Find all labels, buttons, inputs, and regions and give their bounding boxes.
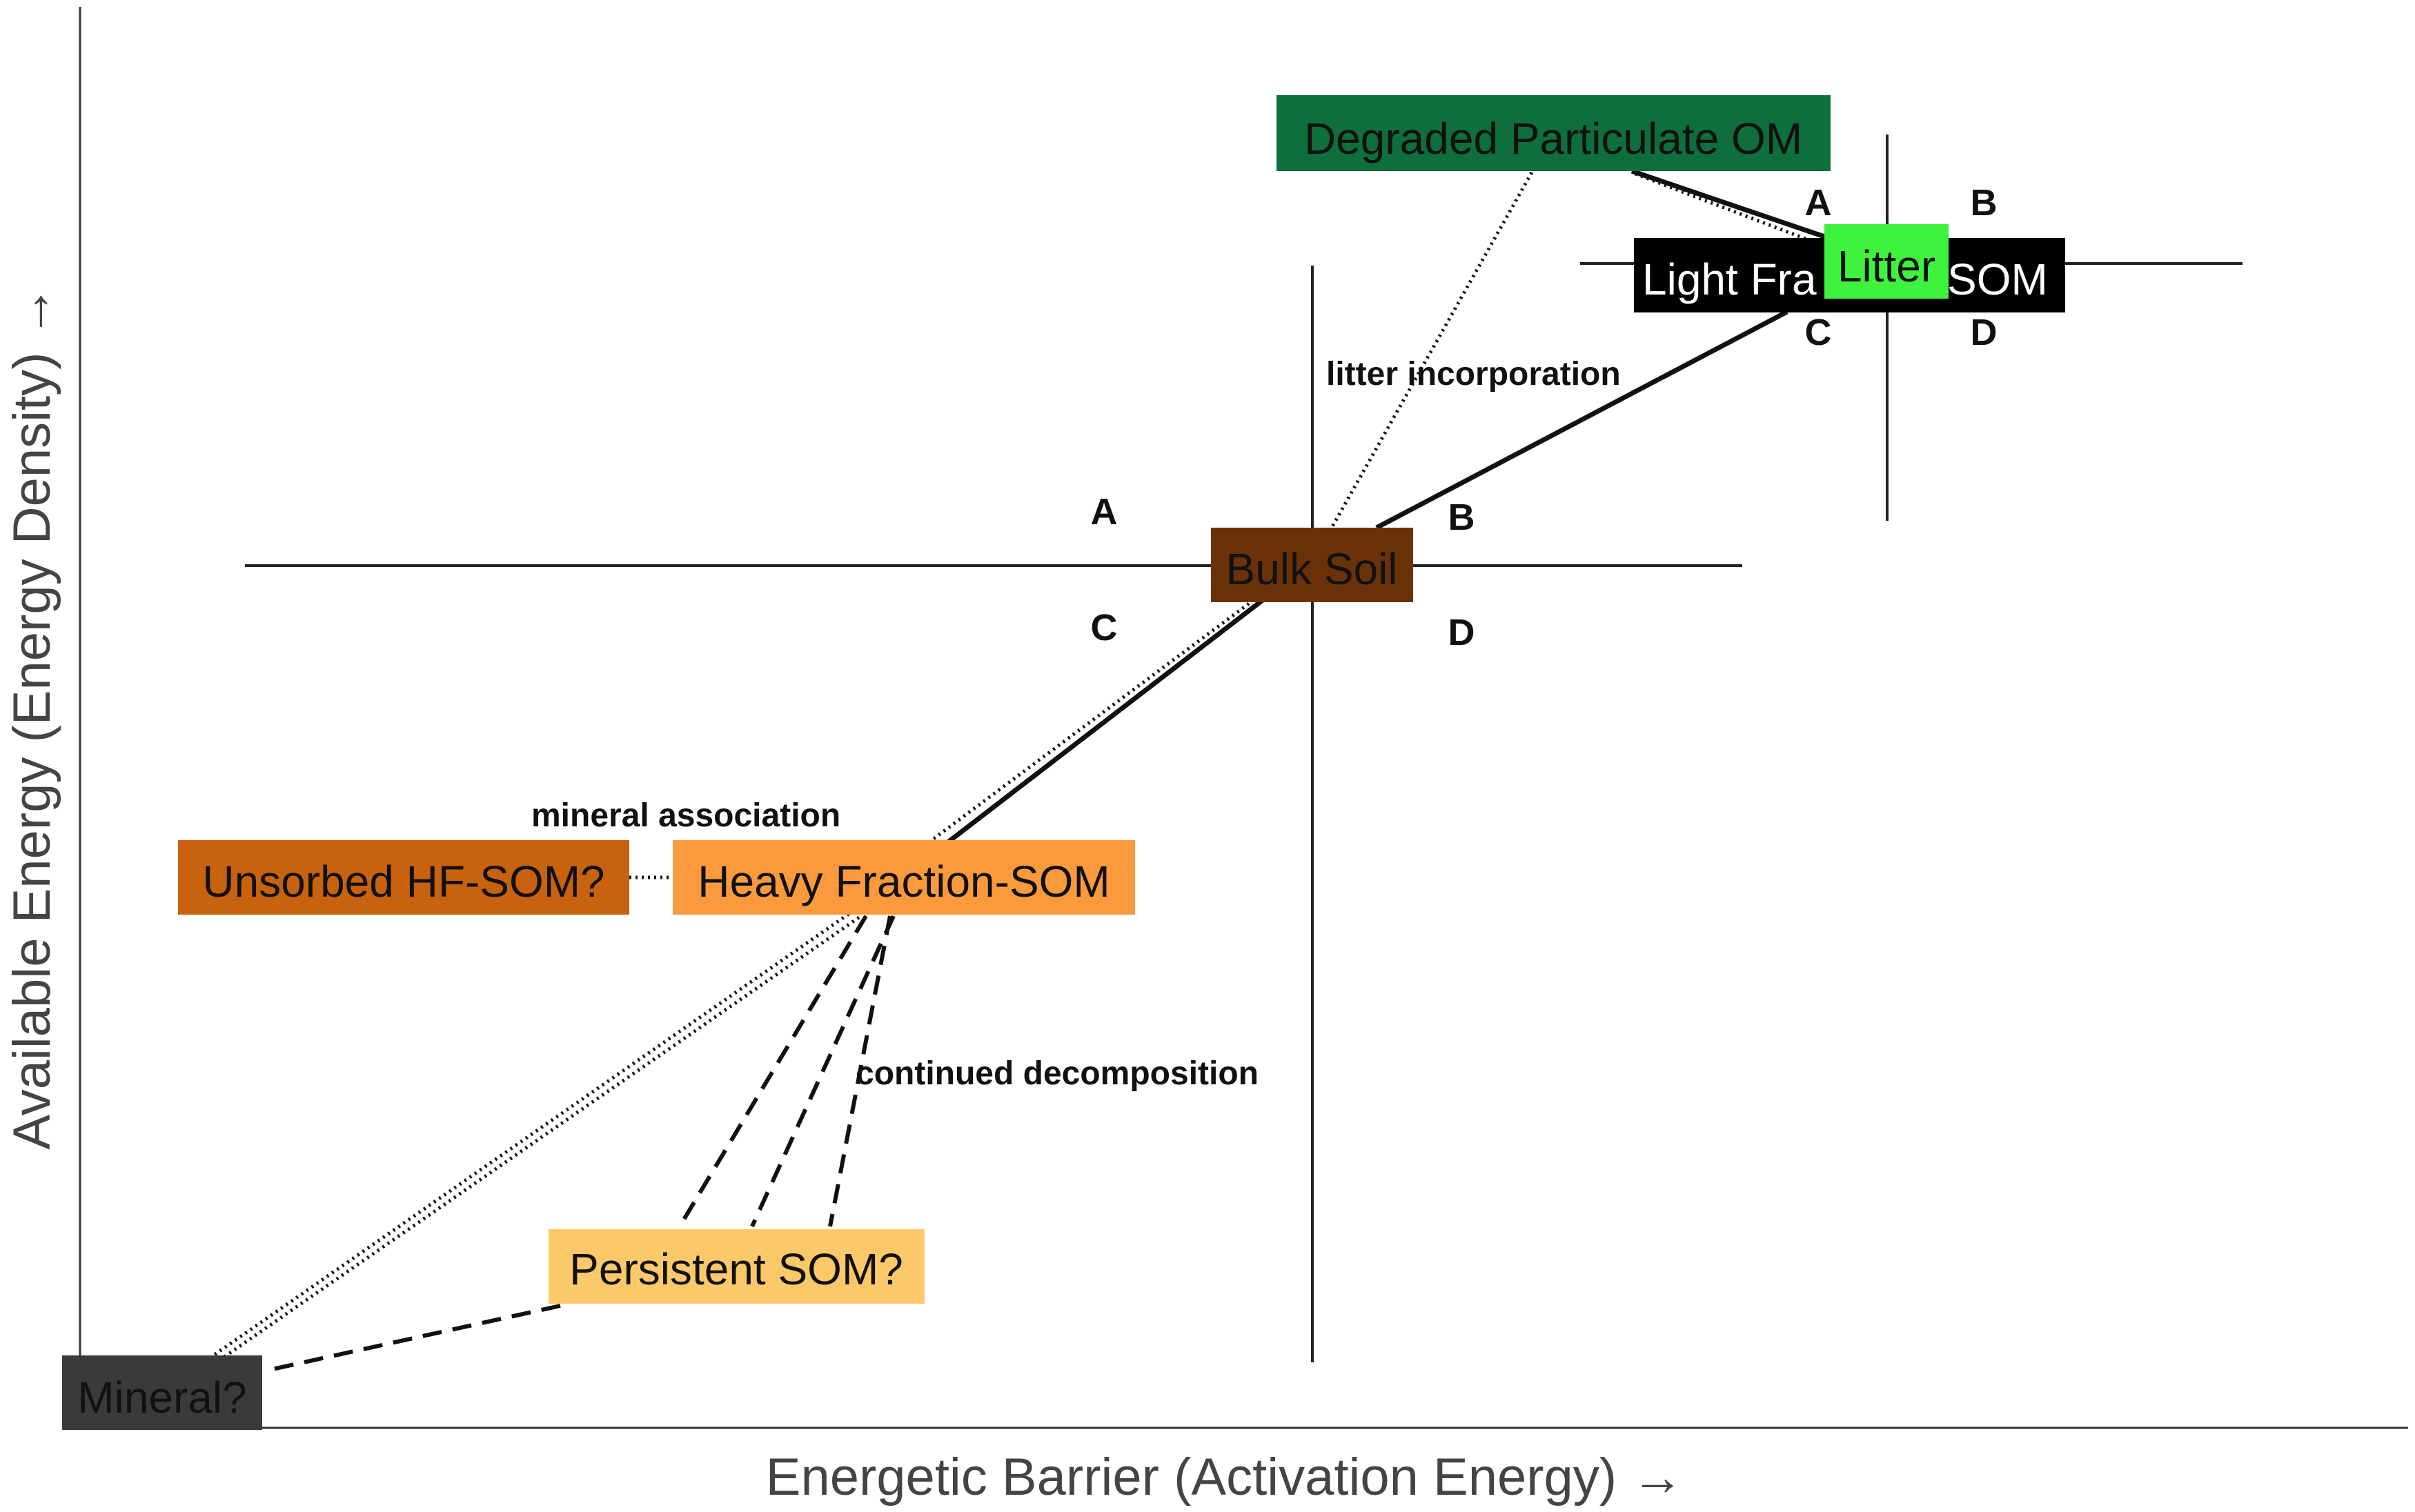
continued-decomposition-label: continued decomposition bbox=[856, 1055, 1259, 1092]
bulk-soil-label: Bulk Soil bbox=[1226, 544, 1398, 594]
light-fraction-label-left: Light Fra bbox=[1642, 255, 1817, 304]
edge-litter-to-bulk bbox=[1375, 309, 1788, 530]
edge-heavy-to-persistent-3 bbox=[828, 915, 892, 1227]
litter-quadrant-a: A bbox=[1805, 182, 1832, 223]
bulk-quadrant-a: A bbox=[1091, 491, 1118, 533]
edge-degraded-to-bulk bbox=[1330, 171, 1534, 529]
heavy-fraction-som-label: Heavy Fraction-SOM bbox=[698, 857, 1110, 906]
litter-incorporation-label: litter incorporation bbox=[1326, 356, 1621, 392]
mineral-association-label: mineral association bbox=[531, 797, 840, 834]
node-mineral: Mineral? bbox=[62, 1355, 262, 1430]
edge-degraded-to-litter-dotted bbox=[1635, 172, 1822, 247]
node-degraded-particulate-om: Degraded Particulate OM bbox=[1276, 95, 1831, 171]
y-axis-title: Available Energy (Energy Density) → bbox=[3, 285, 61, 1149]
edge-heavy-to-mineral-a bbox=[209, 912, 850, 1360]
edge-persistent-to-mineral bbox=[272, 1304, 561, 1371]
node-persistent-som: Persistent SOM? bbox=[549, 1229, 925, 1304]
node-unsorbed-hf-som: Unsorbed HF-SOM? bbox=[178, 840, 629, 915]
degraded-particulate-om-label: Degraded Particulate OM bbox=[1304, 114, 1802, 163]
edge-bulk-to-heavy bbox=[947, 598, 1265, 844]
litter-quadrant-c: C bbox=[1805, 312, 1832, 353]
node-bulk-soil: Bulk Soil bbox=[1211, 528, 1413, 602]
persistent-som-label: Persistent SOM? bbox=[569, 1244, 903, 1294]
litter-label: Litter bbox=[1837, 241, 1935, 291]
edge-heavy-to-persistent-2 bbox=[750, 915, 896, 1228]
bulk-quadrant-c: C bbox=[1091, 607, 1118, 648]
node-heavy-fraction-som: Heavy Fraction-SOM bbox=[673, 840, 1135, 915]
litter-quadrant-b: B bbox=[1971, 182, 1998, 223]
litter-quadrant-d: D bbox=[1971, 312, 1998, 353]
unsorbed-hf-som-label: Unsorbed HF-SOM? bbox=[202, 857, 604, 906]
x-axis-title: Energetic Barrier (Activation Energy) → bbox=[766, 1448, 1684, 1506]
edge-degraded-to-litter bbox=[1630, 168, 1830, 241]
bulk-quadrant-d: D bbox=[1448, 612, 1475, 653]
light-fraction-label-right: SOM bbox=[1947, 255, 2048, 304]
mineral-label: Mineral? bbox=[77, 1373, 246, 1422]
bulk-quadrant-b: B bbox=[1448, 497, 1475, 538]
node-litter: Litter bbox=[1824, 224, 1949, 299]
edge-bulk-to-heavy-dotted bbox=[927, 601, 1250, 845]
